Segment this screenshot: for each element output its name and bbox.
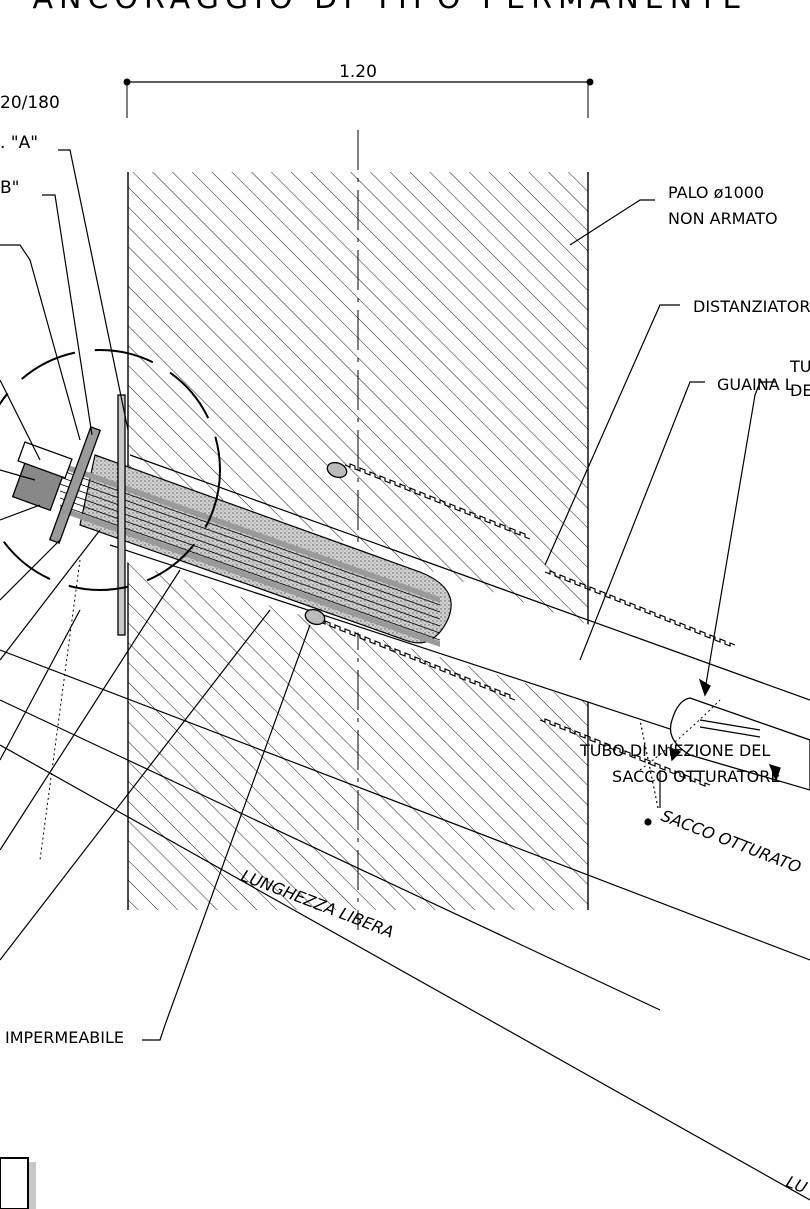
anchor-head: [11, 394, 126, 636]
leader-lines-left: [0, 149, 311, 1041]
label-de: DE: [790, 381, 810, 400]
label-lu: LU: [784, 1172, 810, 1197]
label-distanziatore: DISTANZIATOR: [693, 297, 810, 316]
label-tubo-line2: SACCO OTTURATORE: [612, 767, 780, 786]
title-block-fragment: [0, 1157, 36, 1209]
label-a: . "A": [0, 133, 38, 153]
corrugated-sheath: [319, 463, 736, 787]
label-palo-line2: NON ARMATO: [668, 209, 778, 228]
width-dimension-label: 1.20: [339, 62, 377, 82]
injection-tube-dotted: [39, 559, 721, 861]
drawing-title: ANCORAGGIO DI TIPO PERMANENTE: [33, 0, 748, 16]
label-impermeabile: IMPERMEABILE: [5, 1028, 124, 1047]
grout-zone: [79, 454, 452, 644]
label-tubo-line1: TUBO DI INIEZIONE DEL: [579, 741, 770, 760]
spacer-ovals: [304, 461, 348, 626]
label-palo-line1: PALO ø1000: [668, 183, 764, 202]
label-b: B": [0, 178, 19, 198]
label-20-180: 20/180: [0, 93, 60, 113]
label-sacco-otturatore: SACCO OTTURATO: [659, 806, 804, 877]
label-guaina: GUAINA L: [717, 375, 794, 394]
width-dimension: 1.20: [123, 62, 594, 118]
length-lines: [0, 649, 810, 1201]
leader-lines-right: [544, 199, 775, 809]
steel-band: [60, 462, 440, 647]
packer-bulb: [669, 678, 810, 791]
label-tu: TU: [789, 357, 810, 376]
detail-circle: [0, 349, 221, 591]
